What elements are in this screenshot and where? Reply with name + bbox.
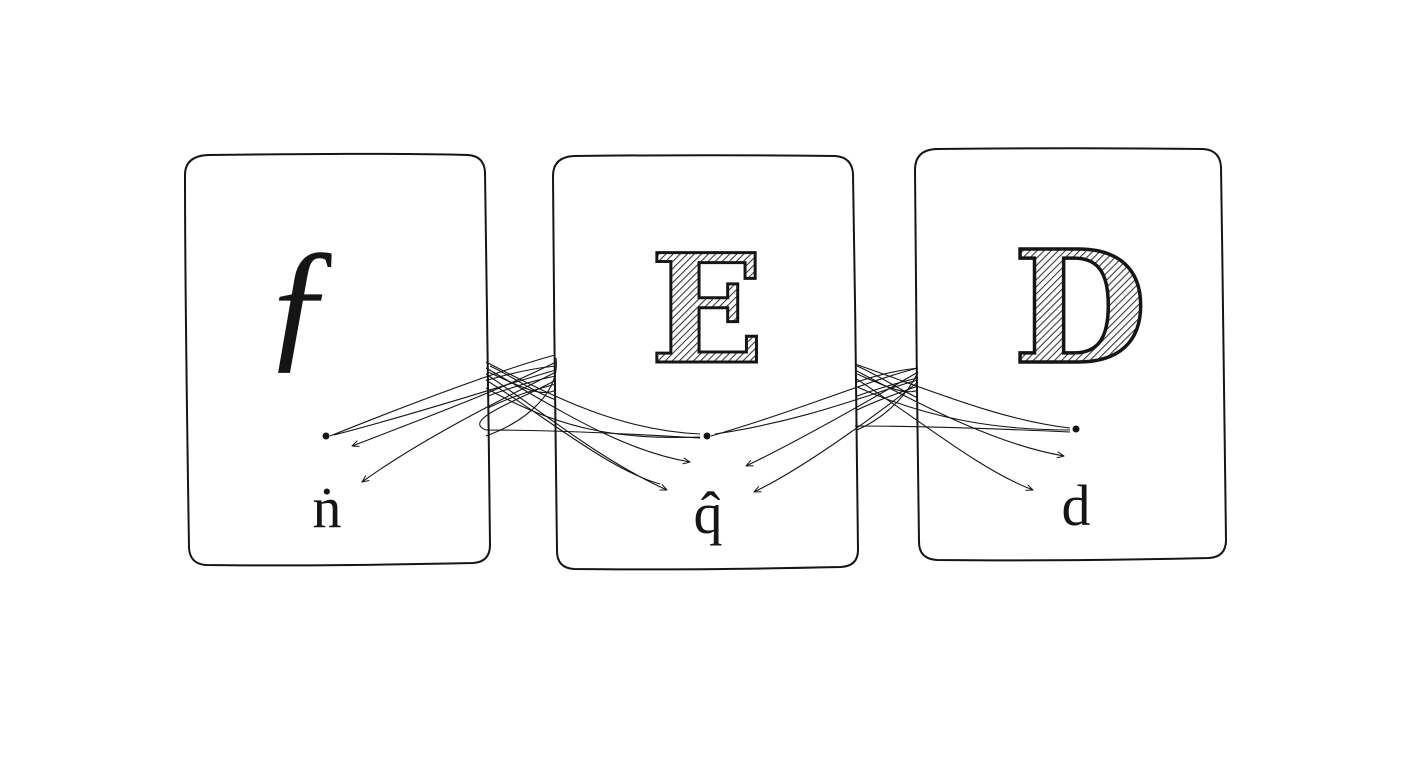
connector [487,375,557,397]
connector [352,361,557,446]
panel-f-glyph: ƒ [263,219,338,385]
connector [746,371,919,466]
connector [479,379,557,431]
connector [856,373,919,393]
panel-d: D d [913,147,1228,562]
panel-d-glyph: D [1013,216,1147,399]
connector [856,385,919,411]
node-dot-e [703,432,711,440]
panel-e: E q̂ [551,154,860,571]
connector [485,429,701,439]
connector [329,354,556,437]
node-dot-d [1072,425,1080,433]
panel-d-sublabel: d [1062,473,1091,538]
connector [485,357,557,437]
connector [854,425,1071,433]
connector [485,361,701,435]
connector [856,365,919,399]
connector [856,371,919,431]
connector [487,371,557,394]
connector [854,385,1071,431]
connector [487,383,557,409]
connector [489,365,557,401]
connector [856,367,919,383]
connector [333,369,557,436]
connector [714,379,919,435]
panel-e-glyph: E [650,222,764,398]
connector [362,371,557,482]
connector [754,381,919,492]
connector [856,377,919,397]
connector [487,365,557,381]
panel-f: ƒ ṅ [183,152,492,567]
panel-e-frame [551,154,860,571]
connections-right [710,363,1071,492]
panel-e-sublabel: q̂ [694,481,723,546]
connector [485,387,701,439]
panel-d-frame [913,147,1228,562]
connector [854,377,1033,490]
connections-left [329,354,701,490]
connector [710,367,919,437]
panel-f-sublabel: ṅ [313,475,342,540]
node-dot-f [322,432,330,440]
connector [485,379,661,485]
panel-f-frame [183,152,492,567]
